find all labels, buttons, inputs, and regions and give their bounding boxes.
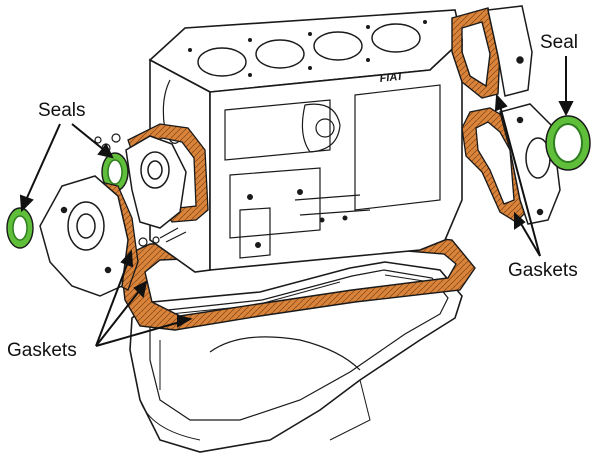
rear-cover-plate — [487, 5, 533, 97]
right-seal-housing — [499, 103, 561, 225]
rear-main-seal — [545, 115, 591, 171]
leader-arrows — [19, 56, 574, 347]
label-seal: Seal — [540, 32, 579, 53]
fiat-emblem: FIAT — [379, 70, 405, 85]
label-gaskets-left: Gaskets — [7, 340, 77, 361]
label-seals: Seals — [38, 100, 86, 121]
label-gaskets-right: Gaskets — [508, 260, 578, 281]
front-seal-lower — [6, 207, 34, 249]
front-cover-housing — [125, 135, 187, 229]
front-seal-upper — [101, 152, 129, 192]
oil-pan — [129, 261, 463, 453]
left-end-cover — [39, 175, 129, 297]
